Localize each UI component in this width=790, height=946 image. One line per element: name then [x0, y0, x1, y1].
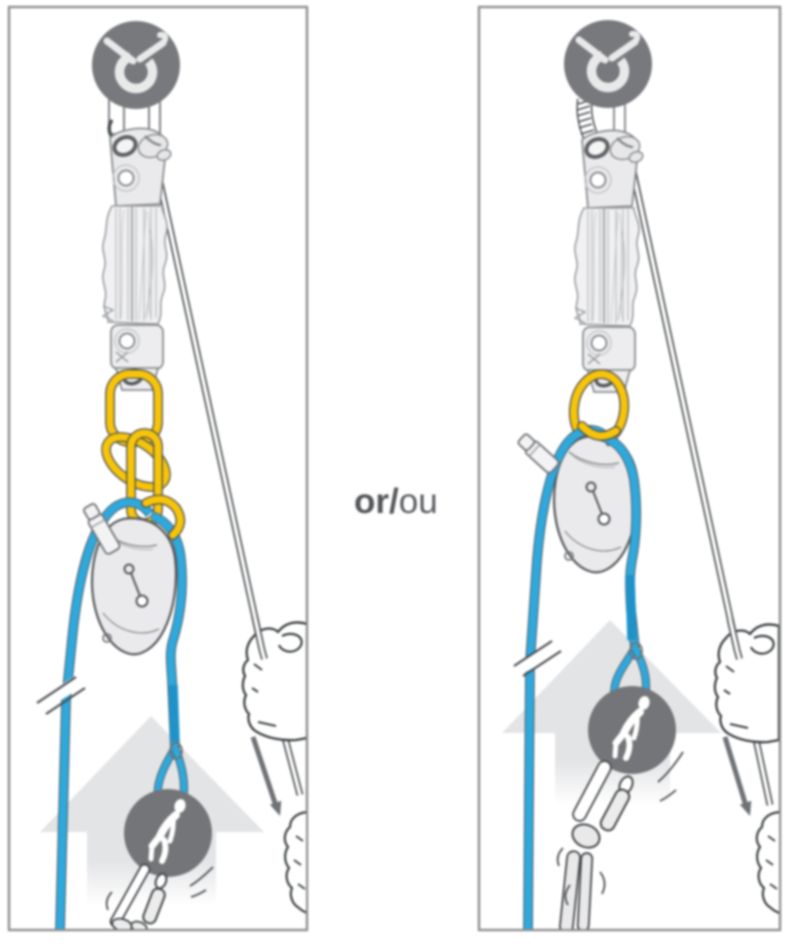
svg-text:or/ou: or/ou: [354, 482, 438, 521]
